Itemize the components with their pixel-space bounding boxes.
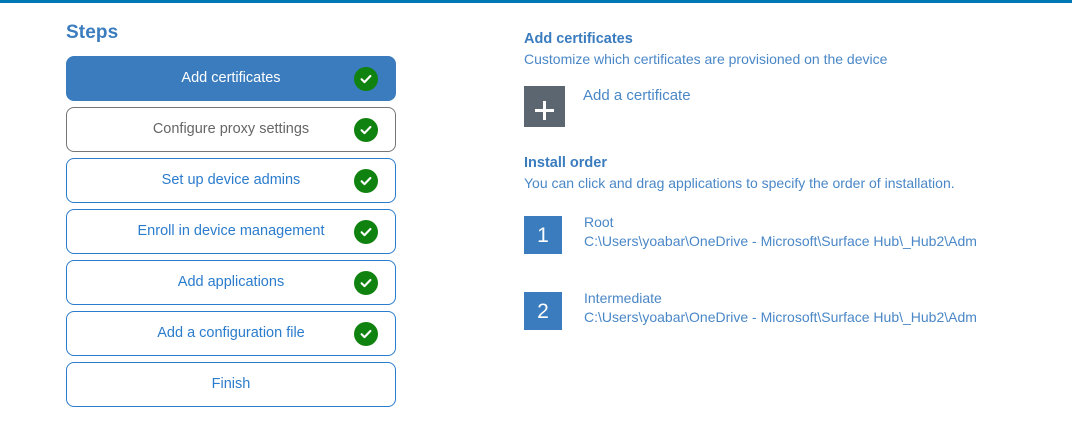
- detail-subheading: Customize which certificates are provisi…: [524, 51, 888, 67]
- step-label: Enroll in device management: [137, 223, 325, 239]
- check-circle-icon: [354, 66, 378, 91]
- order-number-badge: 1: [524, 216, 562, 254]
- certificate-name: Intermediate: [584, 290, 662, 306]
- check-circle-icon: [354, 168, 378, 193]
- step-button-6[interactable]: Finish: [66, 362, 396, 407]
- install-order-section: Install order You can click and drag app…: [524, 155, 1072, 330]
- step-label: Configure proxy settings: [152, 121, 310, 137]
- order-number-badge: 2: [524, 292, 562, 330]
- check-circle-icon: [354, 117, 378, 142]
- check-circle-icon: [354, 321, 378, 346]
- step-button-4[interactable]: Add applications: [66, 260, 396, 305]
- step-button-1[interactable]: Configure proxy settings: [66, 107, 396, 152]
- step-label: Add a configuration file: [157, 325, 305, 341]
- install-order-heading: Install order: [524, 155, 607, 171]
- certificate-path: C:\Users\yoabar\OneDrive - Microsoft\Sur…: [584, 309, 977, 325]
- check-circle-icon: [354, 219, 378, 244]
- certificate-name: Root: [584, 214, 614, 230]
- certificate-path: C:\Users\yoabar\OneDrive - Microsoft\Sur…: [584, 233, 977, 249]
- top-accent-rule: [0, 0, 1072, 3]
- steps-title: Steps: [66, 22, 119, 43]
- check-circle-icon: [354, 270, 378, 295]
- plus-icon: [524, 86, 565, 127]
- step-button-0[interactable]: Add certificates: [66, 56, 396, 101]
- step-button-5[interactable]: Add a configuration file: [66, 311, 396, 356]
- install-order-description: You can click and drag applications to s…: [524, 175, 955, 191]
- detail-heading: Add certificates: [524, 31, 633, 47]
- add-certificate-button[interactable]: Add a certificate: [524, 86, 764, 127]
- step-label: Add certificates: [181, 70, 281, 86]
- step-label: Finish: [211, 376, 251, 392]
- add-certificate-label: Add a certificate: [583, 87, 691, 104]
- step-button-2[interactable]: Set up device admins: [66, 158, 396, 203]
- step-button-3[interactable]: Enroll in device management: [66, 209, 396, 254]
- step-label: Add applications: [177, 274, 285, 290]
- step-label: Set up device admins: [161, 172, 301, 188]
- detail-pane: Add certificates Customize which certifi…: [524, 31, 1072, 368]
